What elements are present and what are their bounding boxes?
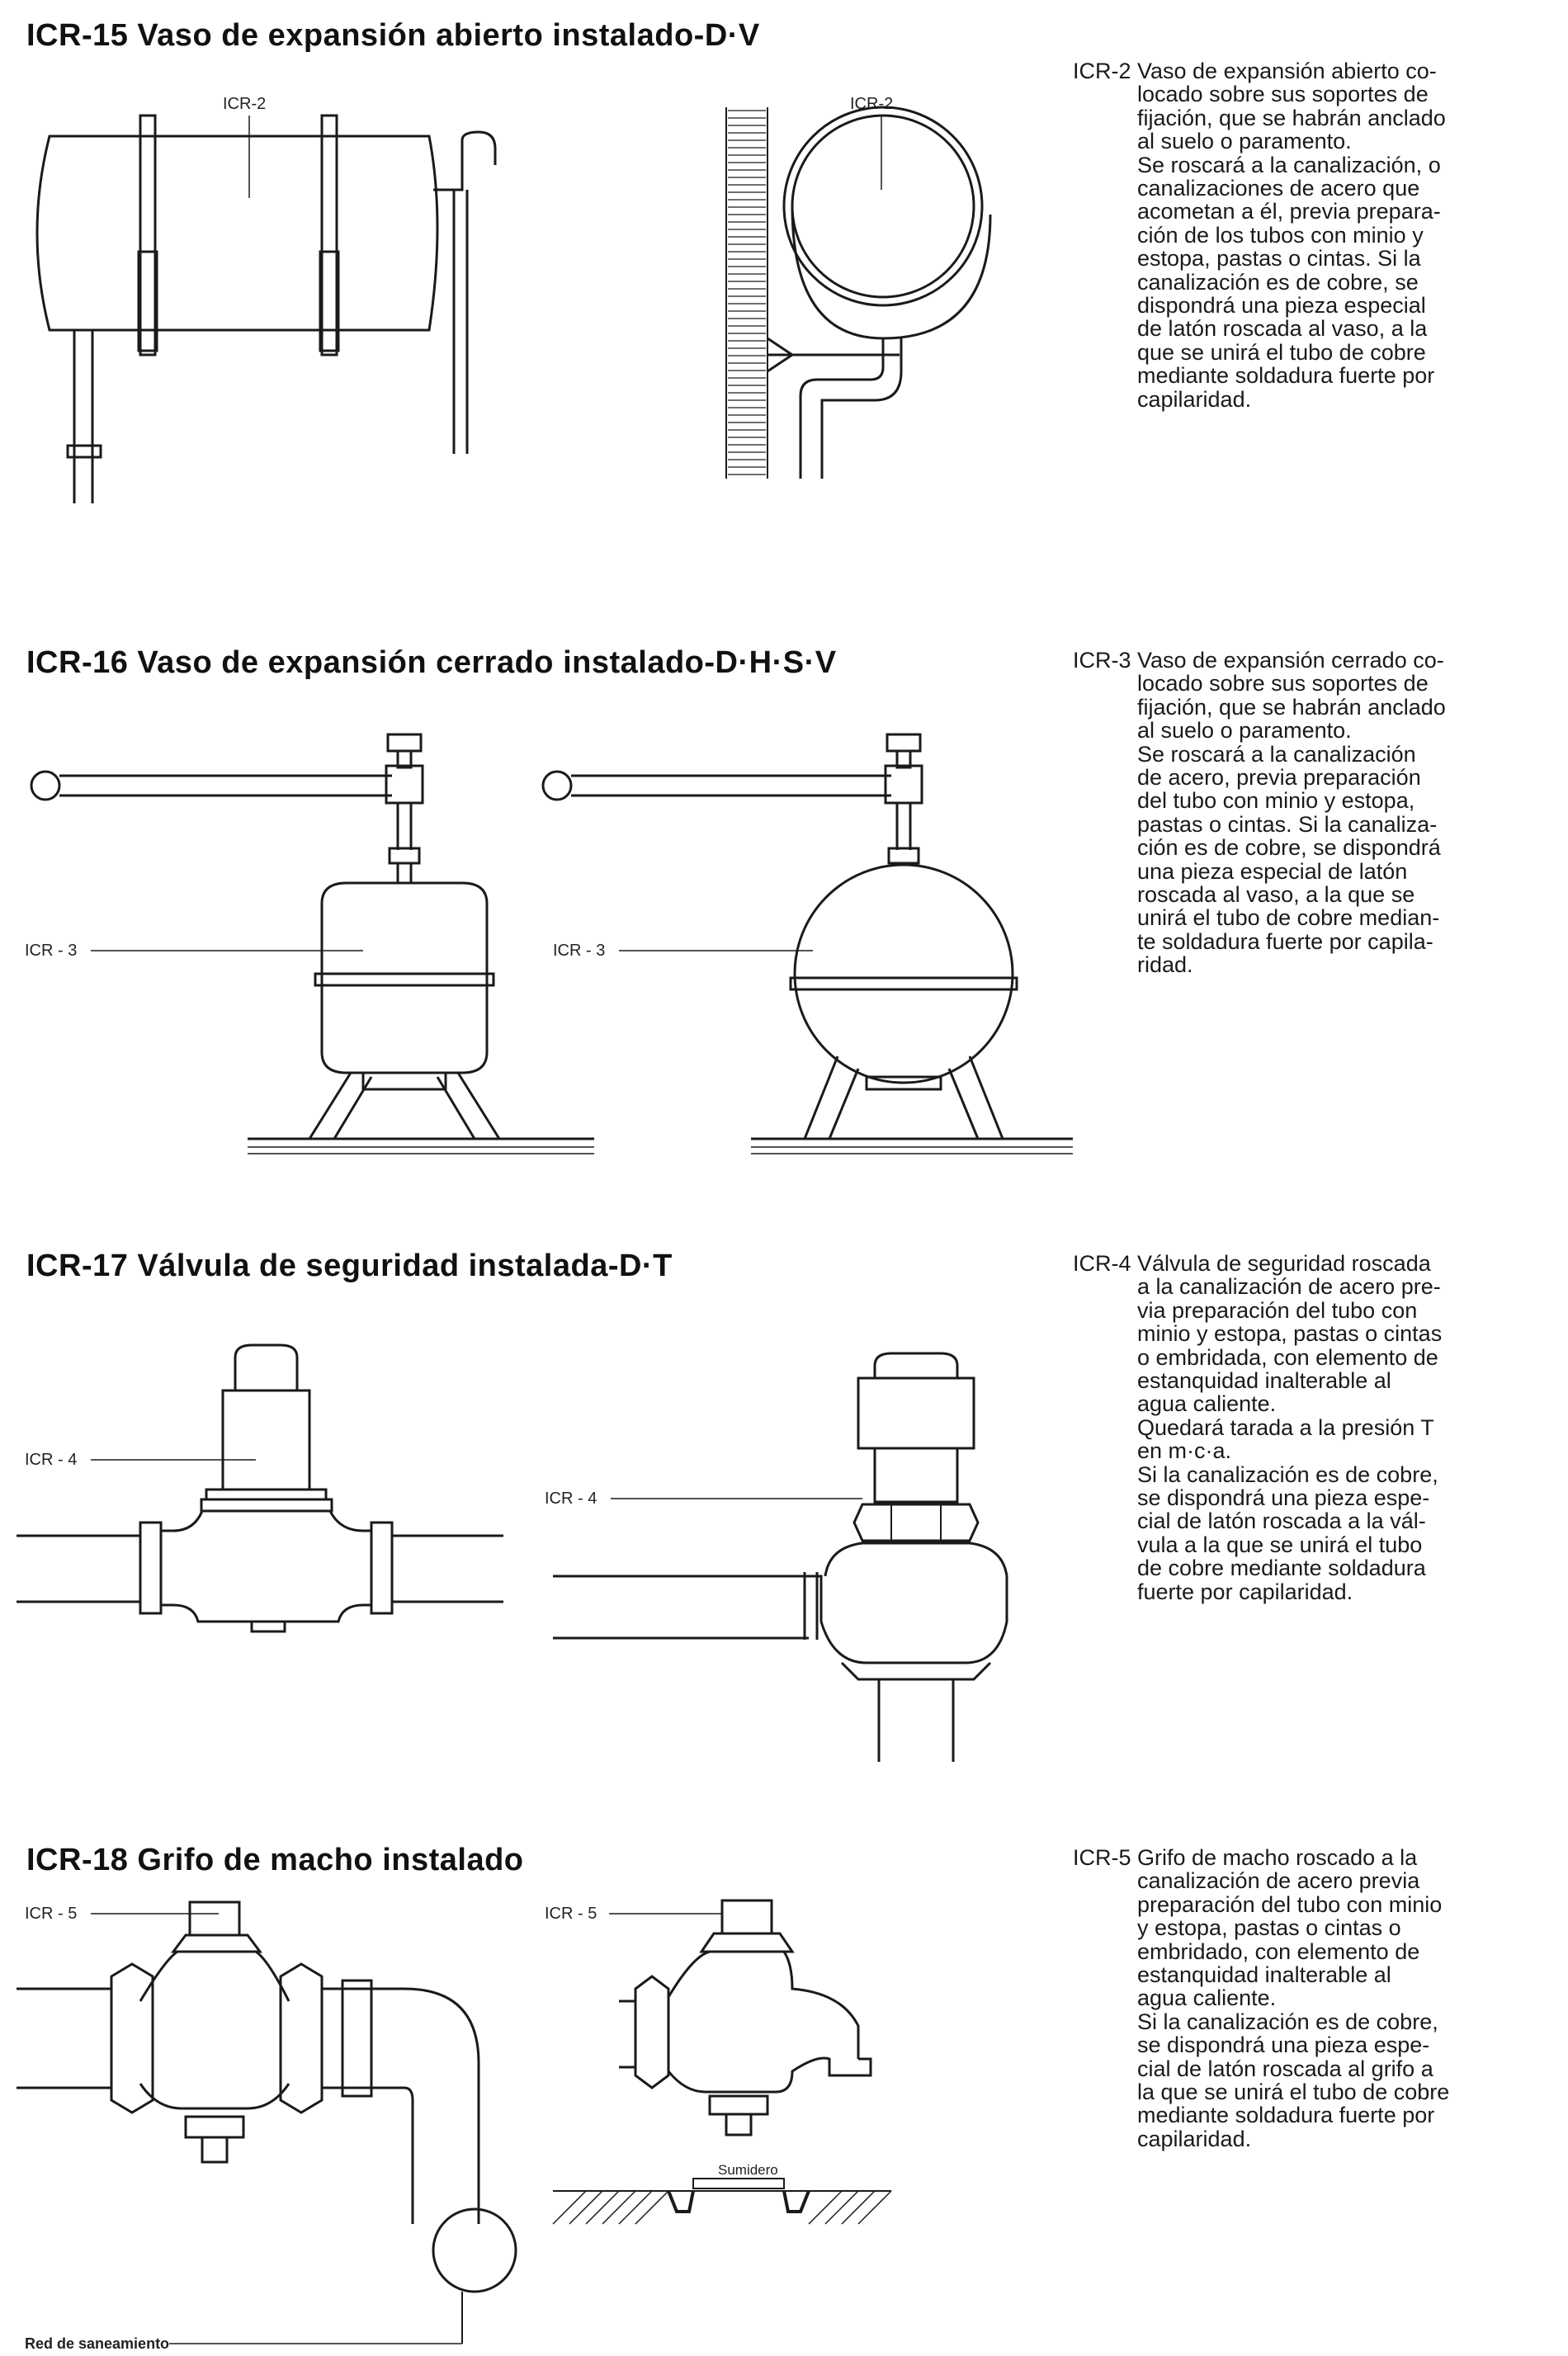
description-line: pastas o cintas. Si la canaliza- (1137, 811, 1438, 837)
description-line: fijación, que se habrán anclado (1137, 105, 1446, 130)
description-line: canalización de acero previa (1137, 1868, 1420, 1894)
description-line: estanquidad inalterable al (1137, 1368, 1391, 1394)
description-line: mediante soldadura fuerte por (1137, 363, 1435, 389)
description-line: a la canalización de acero pre- (1137, 1274, 1441, 1300)
description-line: Válvula de seguridad roscada (1137, 1251, 1431, 1276)
description-line: Si la canalización es de cobre, (1137, 2009, 1438, 2034)
description-line: estopa, pastas o cintas. Si la (1137, 246, 1421, 271)
description: ICR-5 Grifo de macho roscado a la canali… (1073, 1846, 1547, 2151)
figure-label: ICR - 4 (25, 1451, 77, 1469)
description-line: al suelo o paramento. (1137, 718, 1352, 744)
description-line: unirá el tubo de cobre median- (1137, 905, 1440, 931)
description-line: via preparación del tubo con (1137, 1297, 1418, 1323)
description-line: ridad. (1137, 952, 1193, 978)
description-line: se dispondrá una pieza espe- (1137, 1485, 1430, 1511)
description: ICR-3 Vaso de expansión cerrado co- loca… (1073, 649, 1547, 977)
description-line: capilaridad. (1137, 386, 1252, 412)
description-line: Quedará tarada a la presión T (1137, 1414, 1434, 1440)
figure-label: ICR - 3 (25, 942, 77, 960)
description-line: agua caliente. (1137, 1391, 1277, 1417)
figure-open-tank-end: ICR-2 (718, 91, 1032, 503)
figure-safety-valve-elbow: ICR - 4 (545, 1349, 1056, 1762)
description-line: te soldadura fuerte por capila- (1137, 928, 1433, 954)
figure-closed-tank-cylinder: ICR - 3 (17, 726, 594, 1155)
section-title: ICR-16 Vaso de expansión cerrado instala… (26, 645, 837, 680)
figure-closed-tank-sphere: ICR - 3 (528, 726, 1073, 1155)
description-line: Grifo de macho roscado a la (1137, 1845, 1418, 1870)
section-title: ICR-17 Válvula de seguridad instalada-D·… (26, 1249, 673, 1283)
description-line: de cobre mediante soldadura (1137, 1556, 1426, 1581)
description-line: canalizaciones de acero que (1137, 176, 1420, 201)
figure-safety-valve-flanged: ICR - 4 (17, 1333, 512, 1646)
description-line: Si la canalización es de cobre, (1137, 1461, 1438, 1487)
description-line: locado sobre sus soportes de (1137, 671, 1429, 696)
figure-label: ICR - 5 (545, 1905, 597, 1923)
description-line: dispondrá una pieza especial (1137, 293, 1426, 319)
figure-label: Red de saneamiento (25, 2335, 169, 2352)
description-line: de latón roscada al vaso, a la (1137, 316, 1428, 342)
description-line: la que se unirá el tubo de cobre (1137, 2080, 1450, 2105)
description-line: preparación del tubo con minio (1137, 1891, 1443, 1917)
description-line: agua caliente. (1137, 1985, 1277, 2011)
description-line: capilaridad. (1137, 2126, 1252, 2151)
description-line: al suelo o paramento. (1137, 129, 1352, 154)
description-line: o embridada, con elemento de (1137, 1344, 1438, 1370)
description-line: en m·c·a. (1137, 1438, 1232, 1464)
description-line: Se roscará a la canalización, o (1137, 152, 1441, 177)
figure-label: ICR - 5 (25, 1905, 77, 1923)
description: ICR-2 Vaso de expansión abierto co- loca… (1073, 59, 1547, 411)
description-line: una pieza especial de latón (1137, 858, 1408, 884)
description-line: cial de latón roscada al grifo a (1137, 2056, 1433, 2081)
description-line: Vaso de expansión abierto co- (1137, 59, 1437, 83)
description-line: se dispondrá una pieza espe- (1137, 2033, 1430, 2058)
description-line: canalización es de cobre, se (1137, 269, 1419, 295)
description-line: acometan a él, previa prepara- (1137, 199, 1441, 224)
description-code: ICR-5 (1073, 1845, 1131, 1870)
description-line: cial de latón roscada a la vál- (1137, 1509, 1426, 1534)
description-line: minio y estopa, pastas o cintas (1137, 1321, 1443, 1347)
description: ICR-4 Válvula de seguridad roscada a la … (1073, 1252, 1547, 1603)
description-line: roscada al vaso, a la que se (1137, 882, 1415, 908)
description-line: locado sobre sus soportes de (1137, 82, 1429, 107)
figure-plug-cock-inline: ICR - 5 Red (17, 1894, 528, 2356)
description-line: ción es de cobre, se dispondrá (1137, 835, 1441, 861)
description-line: Se roscará a la canalización (1137, 741, 1416, 767)
section-title: ICR-18 Grifo de macho instalado (26, 1843, 524, 1877)
description-line: ción de los tubos con minio y (1137, 222, 1424, 248)
description-line: de acero, previa preparación (1137, 765, 1421, 791)
figure-label: Sumidero (718, 2162, 778, 2178)
description-body: Vaso de expansión abierto co- locado sob… (1137, 59, 1547, 411)
description-code: ICR-3 (1073, 648, 1131, 673)
figure-label: ICR-2 (223, 95, 266, 113)
description-line: embridado, con elemento de (1137, 1938, 1420, 1964)
description-code: ICR-4 (1073, 1251, 1131, 1276)
description-line: fijación, que se habrán anclado (1137, 694, 1446, 720)
description-code: ICR-2 (1073, 59, 1131, 83)
figure-label: ICR - 4 (545, 1490, 597, 1508)
description-line: y estopa, pastas o cintas o (1137, 1915, 1401, 1941)
figure-plug-cock-spout: ICR - 5 Sumidero (545, 1894, 892, 2240)
description-line: estanquidad inalterable al (1137, 1962, 1391, 1988)
description-line: Vaso de expansión cerrado co- (1137, 648, 1444, 673)
figure-open-tank-side: ICR-2 (17, 91, 528, 503)
description-line: fuerte por capilaridad. (1137, 1579, 1353, 1604)
description-line: vula a la que se unirá el tubo (1137, 1532, 1423, 1557)
section-title: ICR-15 Vaso de expansión abierto instala… (26, 18, 760, 53)
description-body: Vaso de expansión cerrado co- locado sob… (1137, 649, 1547, 977)
description-line: que se unirá el tubo de cobre (1137, 339, 1426, 365)
description-line: del tubo con minio y estopa, (1137, 788, 1415, 814)
description-body: Grifo de macho roscado a la canalización… (1137, 1846, 1547, 2151)
description-body: Válvula de seguridad roscada a la canali… (1137, 1252, 1547, 1603)
figure-label: ICR - 3 (553, 942, 605, 960)
description-line: mediante soldadura fuerte por (1137, 2103, 1435, 2128)
